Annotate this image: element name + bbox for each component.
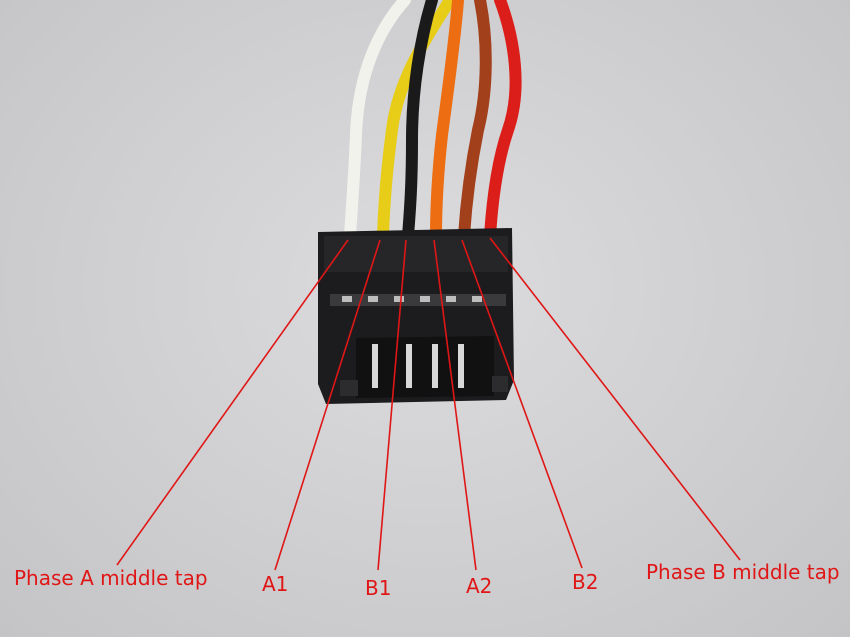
wire-bundle (344, 0, 522, 242)
line-a2 (433, 239, 477, 571)
label-b2: B2 (572, 570, 599, 594)
label-a2: A2 (466, 574, 493, 598)
label-phase-b-middle-tap: Phase B middle tap (646, 560, 840, 584)
line-phase-b-middle-tap (489, 237, 741, 561)
line-phase-a-middle-tap (116, 239, 349, 566)
label-phase-a-middle-tap: Phase A middle tap (14, 566, 208, 590)
line-b1 (377, 239, 407, 571)
annotation-lines (116, 237, 741, 571)
line-b2 (461, 239, 583, 569)
label-b1: B1 (365, 576, 392, 600)
label-a1: A1 (262, 572, 289, 596)
wire-orange (430, 0, 464, 242)
wire-brown (458, 0, 492, 242)
wire-black (402, 0, 438, 242)
wire-red (484, 0, 522, 242)
wire-white (344, 0, 411, 242)
connector-housing (318, 228, 514, 404)
line-a1 (274, 239, 381, 571)
